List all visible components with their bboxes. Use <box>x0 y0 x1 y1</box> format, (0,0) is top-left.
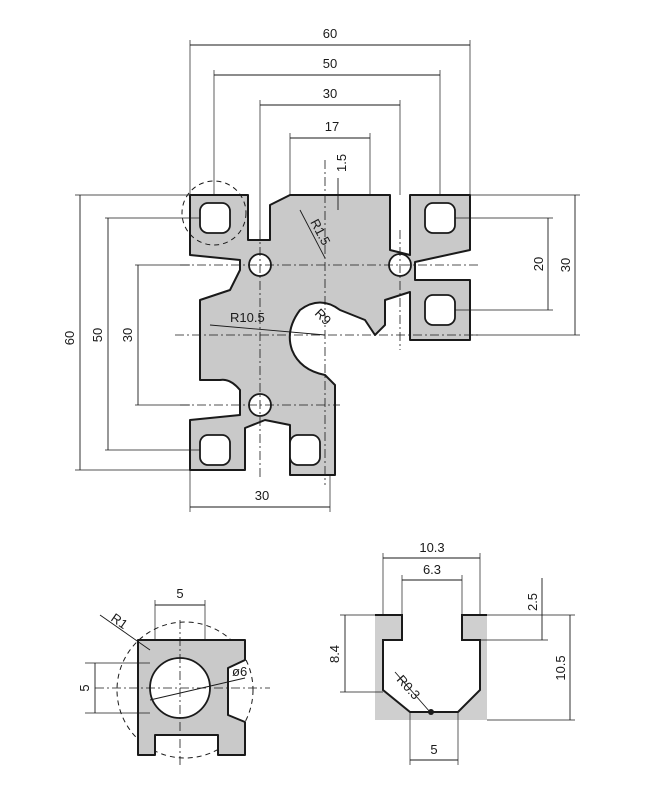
hole-top-right <box>424 202 456 234</box>
leader-r1-5 <box>299 209 326 259</box>
leader-r1 <box>99 614 151 651</box>
dim-slot-inner-6-3: 6.3 <box>423 562 441 577</box>
dim-hole-width-5: 5 <box>176 586 183 601</box>
dim-height-60: 60 <box>62 331 77 345</box>
dim-radius-9: R9 <box>312 306 334 328</box>
dim-slot-depth-8-4: 8.4 <box>327 645 342 663</box>
hole-bottom-right <box>289 434 321 466</box>
leader-diameter-6 <box>149 677 246 701</box>
dim-slot-bottom-5: 5 <box>430 742 437 757</box>
leader-r10-5 <box>209 324 326 336</box>
main-profile-section: 60 50 30 17 1.5 R1.5 R10.5 R9 60 50 30 <box>62 26 580 512</box>
dim-hole-height-5: 5 <box>77 684 92 691</box>
hole-right-lower <box>424 294 456 326</box>
dim-right-20: 20 <box>531 257 546 271</box>
detail-hole-section: 5 5 R1 ø6 <box>77 586 270 765</box>
detail-marker-circle <box>181 180 247 246</box>
dim-slot-opening-10-3: 10.3 <box>419 540 444 555</box>
dim-width-30: 30 <box>323 86 337 101</box>
detail-slot-section: 10.3 6.3 2.5 10.5 8.4 R0.3 5 <box>327 540 575 765</box>
dim-width-50: 50 <box>323 56 337 71</box>
hole-bottom-left <box>199 434 231 466</box>
dim-right-30: 30 <box>558 258 573 272</box>
dim-slot-17: 17 <box>325 119 339 134</box>
leader-r0-3 <box>394 671 431 713</box>
dim-hole-radius-1: R1 <box>108 610 130 632</box>
dim-slot-depth-10-5: 10.5 <box>553 655 568 680</box>
dim-hole-diameter-6: ø6 <box>232 664 247 679</box>
dim-height-50: 50 <box>90 328 105 342</box>
dim-slot-lip-2-5: 2.5 <box>525 593 540 611</box>
dim-height-30: 30 <box>120 328 135 342</box>
dim-lip-1-5: 1.5 <box>334 154 349 172</box>
dim-bottom-30: 30 <box>255 488 269 503</box>
dim-width-60: 60 <box>323 26 337 41</box>
hole-top-left <box>199 202 231 234</box>
dim-radius-10-5: R10.5 <box>230 310 265 325</box>
slot-bottom-point <box>428 709 434 715</box>
detail-hole-dashed-circle <box>116 621 254 759</box>
